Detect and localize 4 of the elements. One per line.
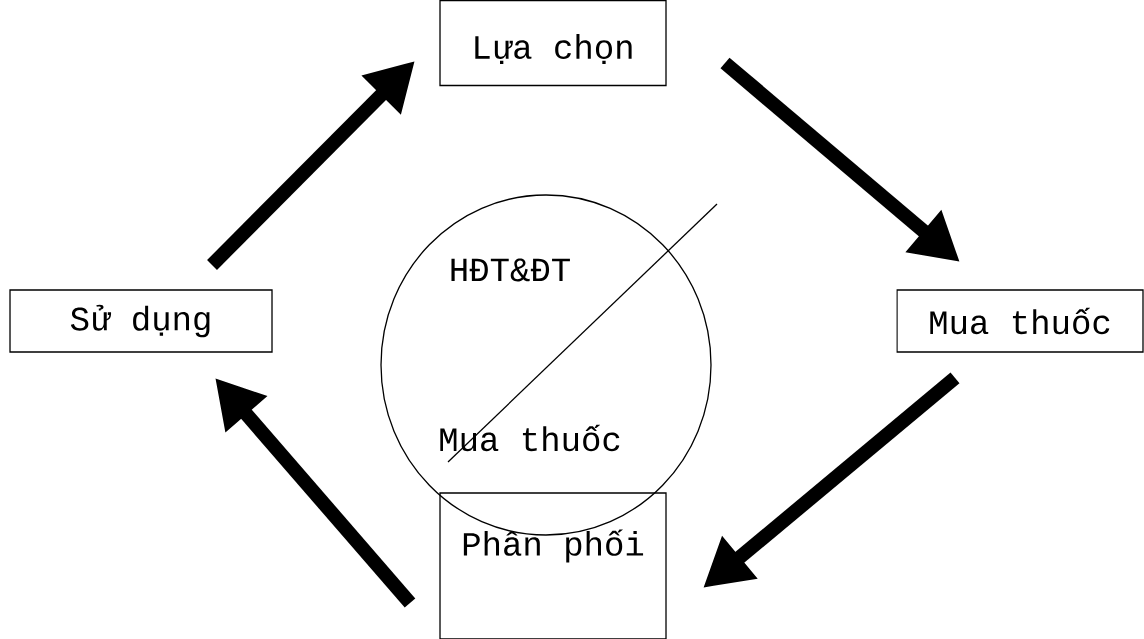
process-box: Phân phối — [439, 492, 667, 639]
process-box: Lựa chọn — [439, 0, 667, 87]
process-box: Mua thuốc — [896, 289, 1144, 353]
process-box: Sử dụng — [9, 289, 273, 353]
